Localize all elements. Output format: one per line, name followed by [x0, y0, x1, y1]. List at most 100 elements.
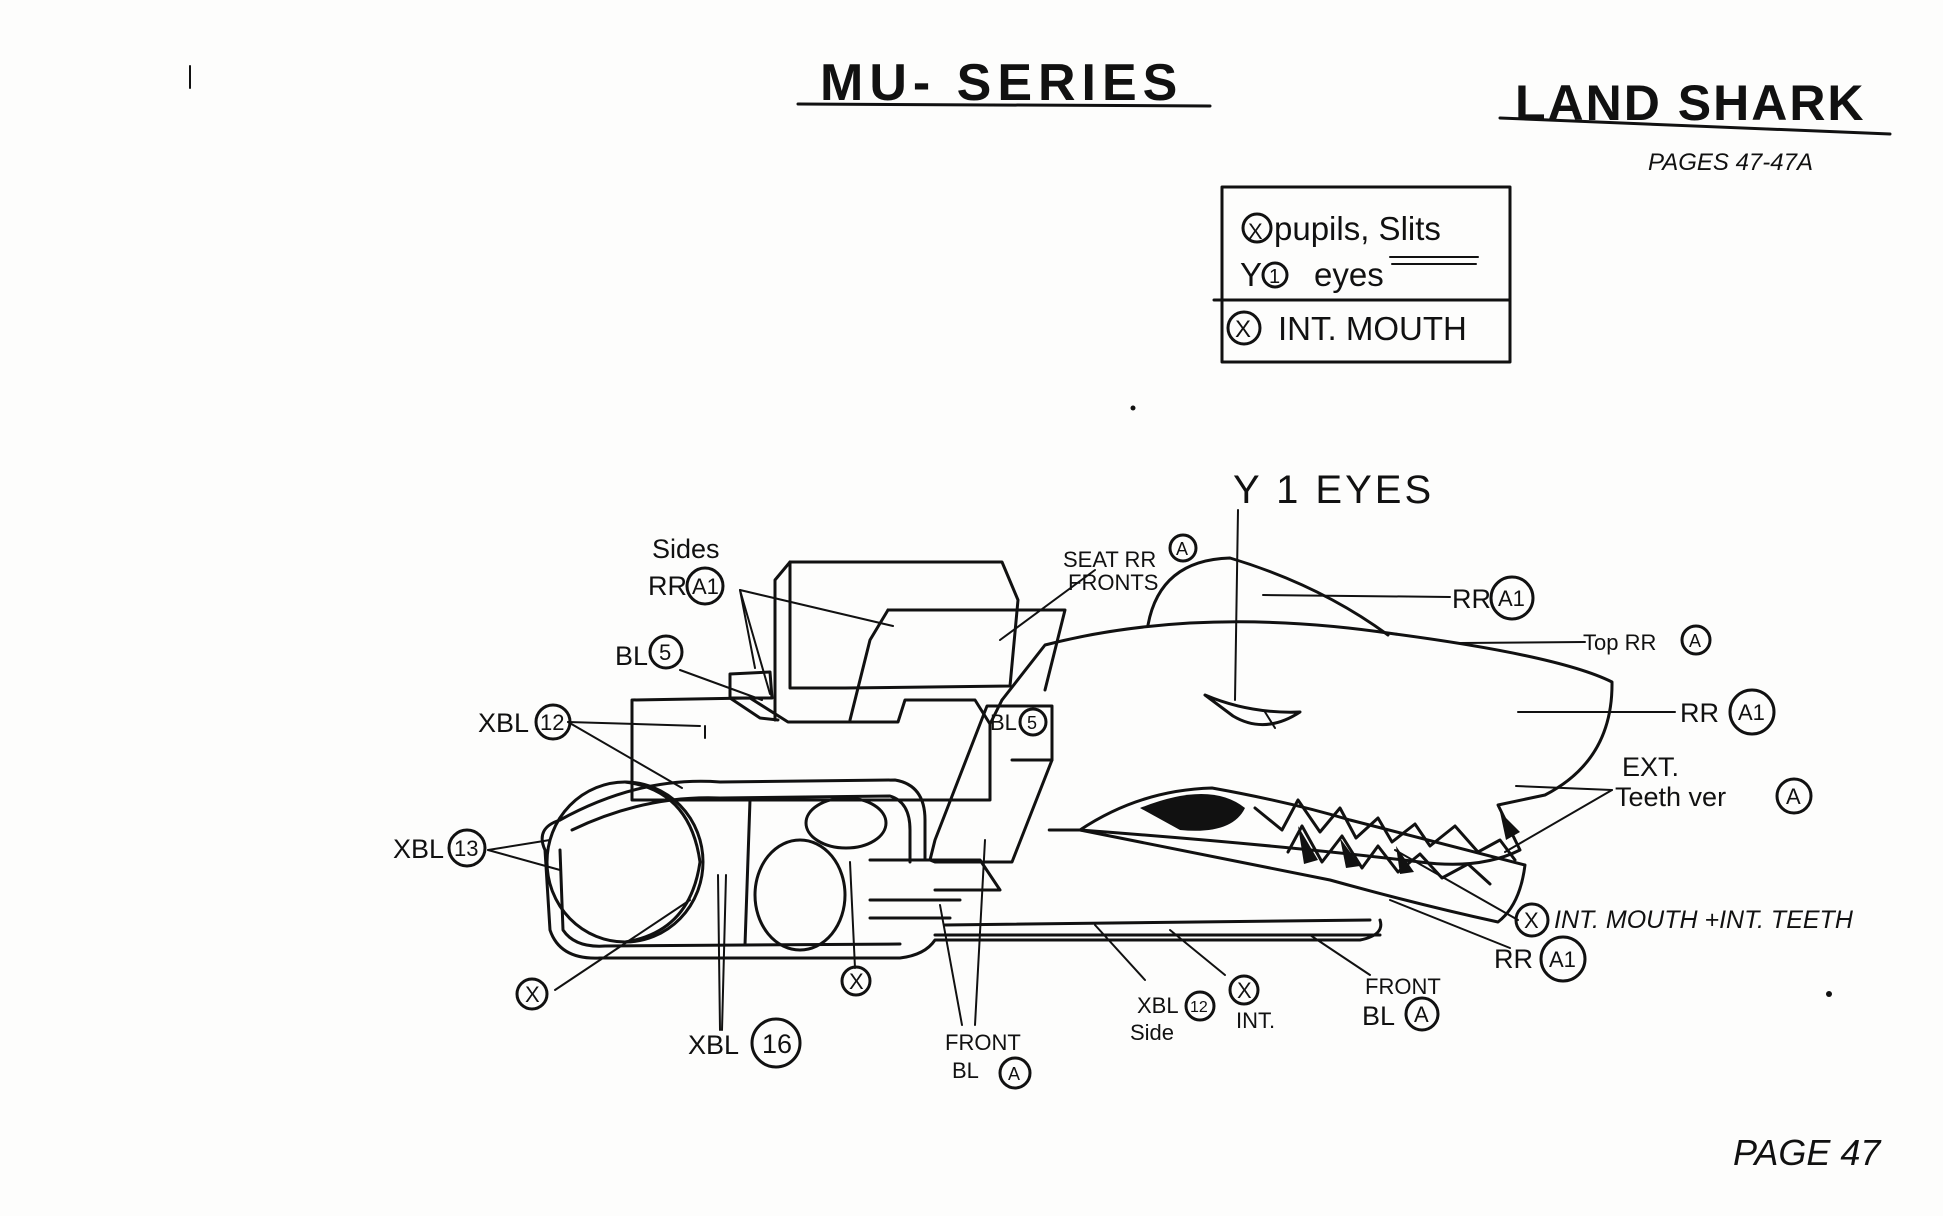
land-shark-vehicle — [540, 556, 1614, 960]
small-block — [728, 670, 774, 700]
code-circle — [1168, 533, 1198, 563]
label-bl5-center-circle: 5 — [1027, 713, 1037, 733]
label-rr-a1-mid: RR — [1680, 698, 1719, 728]
code-circle — [1404, 996, 1440, 1032]
label-top-rr: Top RR — [1583, 630, 1656, 655]
leader-lines — [487, 509, 1676, 1031]
label-ext: EXT. — [1622, 752, 1679, 782]
label-rr-a1-mid-circle: A1 — [1738, 700, 1765, 725]
legend-row2-prefix: Y — [1240, 256, 1262, 293]
label-xbl12: XBL — [478, 708, 529, 738]
code-circle — [1775, 777, 1813, 815]
label-rr-a1-low: RR — [1494, 944, 1533, 974]
label-bl-mid: BL — [952, 1058, 979, 1083]
label-rr-a1-top: RR — [1452, 584, 1491, 614]
code-circle — [750, 1017, 802, 1069]
label-teeth-circle: A — [1786, 784, 1801, 809]
legend-row3-text: INT. MOUTH — [1278, 310, 1467, 347]
label-top-rr-circle: A — [1689, 631, 1701, 651]
middle-wheel — [753, 838, 847, 952]
code-circle — [1228, 974, 1260, 1006]
subject-underline — [1498, 116, 1892, 136]
series-title: MU- SERIES — [820, 54, 1183, 112]
label-int-mouth-circle: X — [1524, 908, 1539, 933]
label-seat: SEAT RR — [1063, 547, 1156, 572]
dorsal-fin — [1146, 556, 1390, 637]
front-seat-side — [848, 608, 890, 722]
series-title-underline — [796, 102, 1212, 108]
legend-code-circle — [1226, 310, 1262, 346]
engine-block — [928, 704, 1054, 864]
front-wheel — [804, 796, 888, 850]
label-xbl12-side-circle: 12 — [1190, 999, 1208, 1016]
legend-row2-code: 1 — [1269, 266, 1280, 288]
label-side: Side — [1130, 1020, 1174, 1045]
legend-code-circle — [1261, 261, 1289, 289]
rear-seat-side — [773, 560, 792, 722]
label-sides-circle: A1 — [692, 574, 719, 599]
code-circle — [1539, 935, 1587, 983]
code-circle — [534, 703, 572, 741]
legend-row2-text: eyes — [1314, 256, 1384, 293]
code-circle — [840, 965, 872, 997]
label-xbl16-circle: 16 — [762, 1029, 792, 1059]
legend-code-circle — [1241, 212, 1273, 244]
label-front-bl-mid-circle: A — [1008, 1064, 1020, 1084]
page-number: PAGE 47 — [1733, 1132, 1882, 1173]
label-xbl13-circle: 13 — [454, 836, 478, 861]
subject-title: LAND SHARK — [1515, 75, 1866, 131]
rear-wheel — [545, 780, 705, 944]
label-bl5-left: BL — [615, 641, 648, 671]
label-sides: Sides — [652, 534, 720, 564]
color-key-box: X pupils, Slits Y 1 eyes X INT. MOUTH — [1212, 185, 1512, 364]
shark-body — [1000, 620, 1614, 866]
code-circle — [515, 977, 549, 1011]
label-sides-code: RR — [648, 571, 687, 601]
lower-teeth — [1286, 824, 1492, 886]
legend-row3-code: X — [1235, 316, 1251, 343]
shark-mouth — [1078, 786, 1527, 924]
label-seat-circle: A — [1176, 539, 1188, 559]
rear-deck — [630, 696, 992, 802]
label-front-bl-right-circle: A — [1414, 1002, 1429, 1027]
label-fronts: FRONTS — [1068, 570, 1158, 595]
label-bl5-left-circle: 5 — [659, 640, 671, 665]
label-bl-right: BL — [1362, 1001, 1395, 1031]
label-int-mouth-teeth: INT. MOUTH +INT. TEETH — [1554, 906, 1854, 934]
label-xbl16: XBL — [688, 1030, 739, 1060]
code-circle — [1018, 707, 1048, 737]
code-circle — [998, 1056, 1032, 1090]
code-circle — [1728, 688, 1776, 736]
label-x-left-circle: X — [525, 982, 540, 1007]
code-circle — [447, 828, 487, 868]
code-circle — [1514, 902, 1550, 938]
rear-seat-back — [788, 560, 1020, 690]
label-rr-a1-low-circle: A1 — [1549, 947, 1576, 972]
label-x-int-circle: X — [1237, 978, 1252, 1003]
label-front-right: FRONT — [1365, 974, 1441, 999]
label-int: INT. — [1236, 1008, 1275, 1033]
upper-teeth — [1253, 798, 1517, 862]
label-bl5-center: BL — [990, 710, 1017, 735]
label-front-mid: FRONT — [945, 1030, 1021, 1055]
front-seat — [886, 608, 1067, 692]
legend-row1-code: X — [1248, 219, 1263, 244]
label-x-mid-circle: X — [849, 969, 864, 994]
label-xbl13: XBL — [393, 834, 444, 864]
code-circle — [1184, 990, 1216, 1022]
mouth-interior — [1140, 794, 1245, 831]
code-circle — [1680, 624, 1712, 656]
code-circle — [1489, 575, 1535, 621]
label-rr-a1-top-circle: A1 — [1498, 586, 1525, 611]
legend-row1-text: pupils, Slits — [1274, 210, 1441, 247]
label-teeth-ver: Teeth ver — [1615, 782, 1726, 812]
code-circle — [648, 634, 684, 670]
stray-dot — [1826, 991, 1832, 997]
label-eyes: Y 1 EYES — [1233, 468, 1434, 512]
code-circle — [685, 566, 725, 606]
pages-reference: PAGES 47-47A — [1648, 149, 1813, 176]
label-xbl12-side: XBL — [1137, 993, 1179, 1018]
stray-dot — [1130, 405, 1136, 411]
